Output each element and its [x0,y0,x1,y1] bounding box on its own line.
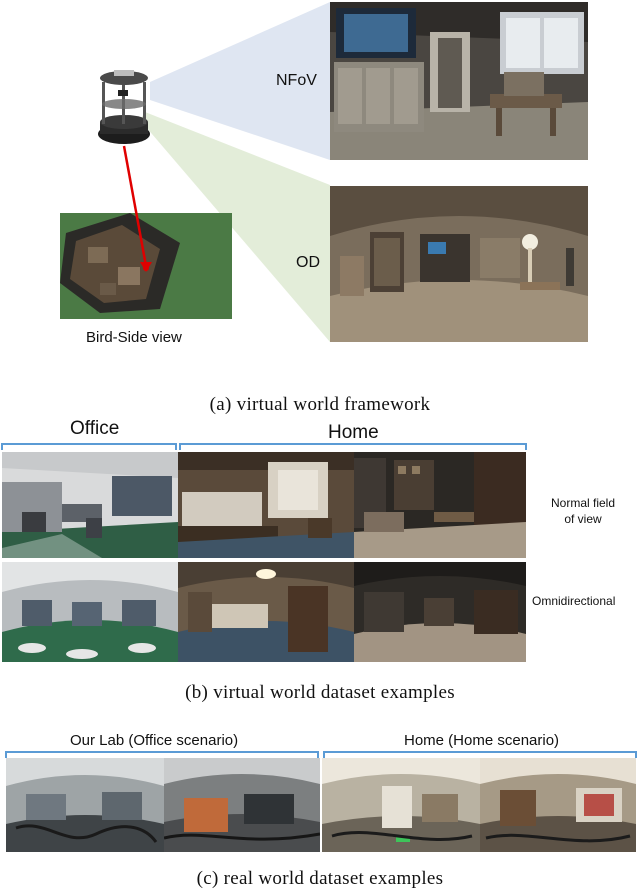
label-od: OD [296,254,320,271]
label-bird-side-view: Bird-Side view [86,329,182,346]
home-normal-image-1 [178,452,354,558]
view-beams [140,2,330,342]
real-home-image-1 [322,758,480,852]
robot-location-line [122,145,152,272]
row-label-omni: Omnidirectional [532,594,616,608]
group-label-our-lab: Our Lab (Office scenario) [70,732,239,749]
caption-c: (c) real world dataset examples [196,868,444,889]
od-view-image [330,186,588,342]
robot-illustration [98,70,150,144]
home-normal-image-2 [354,452,526,558]
office-omni-image [2,562,178,662]
panel-a: NFoV OD [0,0,640,420]
home-omni-image-2 [354,562,526,662]
caption-a: (a) virtual world framework [209,394,431,415]
row-label-normal-line-1: Normal field [550,496,616,510]
group-brackets [1,443,527,450]
label-nfov: NFoV [276,72,317,89]
caption-b: (b) virtual world dataset examples [185,682,455,703]
office-normal-image [2,452,178,558]
panel-b: Office Home [0,416,640,716]
nfov-view-image [330,2,588,160]
nfov-beam [150,2,330,160]
group-label-office: Office [70,418,120,439]
real-lab-image-1 [6,758,164,852]
bracket-lab [5,751,319,758]
real-group-brackets [5,751,637,758]
real-lab-image-2 [164,758,320,852]
row-label-normal: Normal field of view [530,495,636,527]
group-label-home: Home [328,422,379,443]
bracket-home [179,443,527,450]
real-home-image-2 [480,758,636,852]
home-omni-image-1 [178,562,354,662]
od-beam [140,112,330,342]
group-label-home-real: Home (Home scenario) [404,732,560,749]
bracket-office [1,443,177,450]
panel-c: Our Lab (Office scenario) Home (Home sce… [0,728,640,889]
bracket-home-real [323,751,637,758]
row-label-normal-line-2: of view [564,512,602,526]
